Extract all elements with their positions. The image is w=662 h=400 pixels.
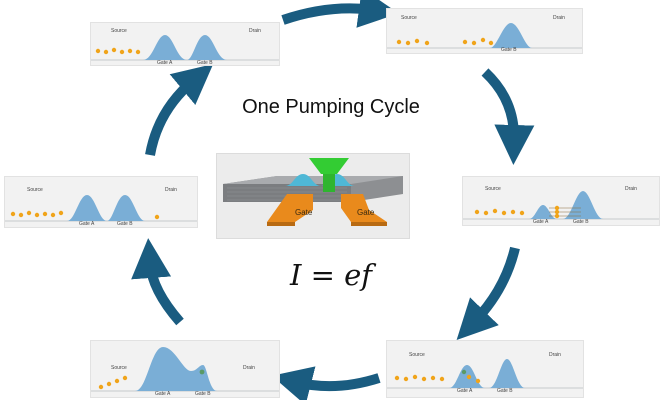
drain-label: Drain: [165, 187, 177, 193]
source-label: Source: [409, 352, 425, 358]
gate-left-electrode: [267, 194, 313, 226]
stage-panel-right: Source Drain Gate A Gate B: [462, 176, 660, 226]
gate-a-label: Gate A: [155, 391, 171, 397]
arrow-left: [131, 238, 184, 326]
arrow-right: [456, 246, 520, 340]
gate-a-label: Gate A: [79, 221, 95, 227]
source-label: Source: [485, 186, 501, 192]
source-label: Source: [27, 187, 43, 193]
arrow-top-left: [145, 63, 214, 156]
arrow-bottom: [271, 366, 381, 400]
drain-label: Drain: [625, 186, 637, 192]
stage-graphic: [387, 359, 583, 389]
stage-panel-left: Source Drain Gate A Gate B: [4, 176, 198, 228]
drain-label: Drain: [249, 28, 261, 34]
gate-b-label: Gate B: [197, 60, 213, 66]
gate-b-label: Gate B: [573, 219, 589, 225]
stage-graphic: [463, 191, 659, 220]
source-label: Source: [401, 15, 417, 21]
arrow-top: [281, 0, 399, 28]
stage-graphic: [91, 347, 279, 392]
stage-graphic: [91, 35, 279, 61]
gate-a-label: Gate A: [533, 219, 549, 225]
diagram-title: One Pumping Cycle: [242, 96, 420, 118]
gate-a-label: Gate A: [457, 388, 473, 394]
stage-panel-top-right: Source Drain Gate B: [386, 8, 583, 54]
stage-graphic: [5, 195, 197, 222]
device-illustration: Gate Gate: [216, 153, 410, 239]
gate-a-label: Gate A: [157, 60, 173, 66]
gate-b-label: Gate B: [501, 47, 517, 53]
gate-right-electrode: [341, 194, 387, 226]
stage-graphic: [387, 23, 582, 49]
green-electrode: [309, 158, 349, 192]
drain-label: Drain: [553, 15, 565, 21]
arrow-top-right: [481, 68, 535, 165]
source-label: Source: [111, 28, 127, 34]
stage-panel-bottom-left: Source Drain Gate A Gate B: [90, 340, 280, 398]
gate-b-label: Gate B: [195, 391, 211, 397]
gate-left-label: Gate: [295, 208, 313, 217]
stage-panel-bottom-right: Source Drain Gate A Gate B: [386, 340, 584, 398]
stage-panel-top-left: Source Drain Gate A Gate B: [90, 22, 280, 66]
gate-b-label: Gate B: [117, 221, 133, 227]
source-label: Source: [111, 365, 127, 371]
equation: I = ef: [289, 258, 373, 292]
drain-label: Drain: [243, 365, 255, 371]
gate-right-label: Gate: [357, 208, 375, 217]
gate-b-label: Gate B: [497, 388, 513, 394]
drain-label: Drain: [549, 352, 561, 358]
